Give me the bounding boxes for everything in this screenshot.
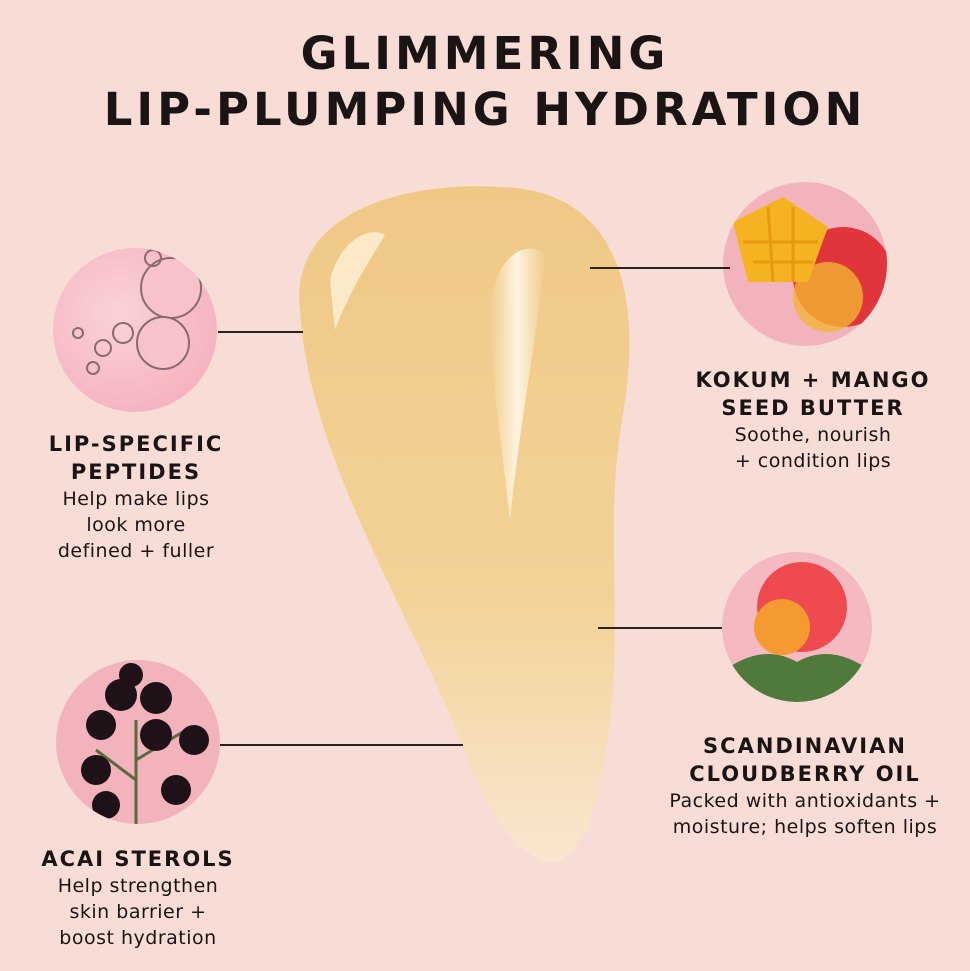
ingredient-name: CLOUDBERRY OIL [689,762,921,786]
cloudberry-info: SCANDINAVIAN CLOUDBERRY OIL Packed with … [630,732,970,840]
ingredient-desc: Soothe, nourish [734,424,892,446]
kokum-mango-info: KOKUM + MANGO SEED BUTTER Soothe, nouris… [660,366,966,474]
ingredient-name: LIP-SPECIFIC [48,432,224,456]
cloudberry-image [722,552,872,702]
ingredient-desc: moisture; helps soften lips [672,816,938,838]
peptides-info: LIP-SPECIFIC PEPTIDES Help make lips loo… [0,430,272,564]
acai-info: ACAI STEROLS Help strengthen skin barrie… [0,845,276,951]
ingredient-desc: skin barrier + [69,901,207,923]
ingredient-name: KOKUM + MANGO [695,368,931,392]
ingredient-name: PEPTIDES [70,460,202,484]
ingredient-desc: boost hydration [59,927,217,949]
ingredient-name: ACAI STEROLS [41,847,235,871]
peptides-connector-line [218,331,303,333]
ingredient-desc: Help make lips [62,488,210,510]
ingredient-desc: defined + fuller [57,540,215,562]
ingredient-name: SCANDINAVIAN [703,734,907,758]
ingredient-desc: Packed with antioxidants + [669,790,941,812]
ingredient-desc: Help strengthen [57,875,219,897]
cloudberry-connector-line [598,627,722,629]
acai-connector-line [220,744,463,746]
acai-berries-image [56,660,220,824]
mango-connector-line [590,267,730,269]
peptides-bubbles-image [53,248,217,412]
ingredient-desc: look more [86,514,186,536]
title-line-1: GLIMMERING [300,27,670,80]
mango-image [723,182,887,346]
title-line-2: LIP-PLUMPING HYDRATION [103,83,867,136]
ingredient-name: SEED BUTTER [721,396,905,420]
ingredient-desc: + condition lips [734,450,892,472]
